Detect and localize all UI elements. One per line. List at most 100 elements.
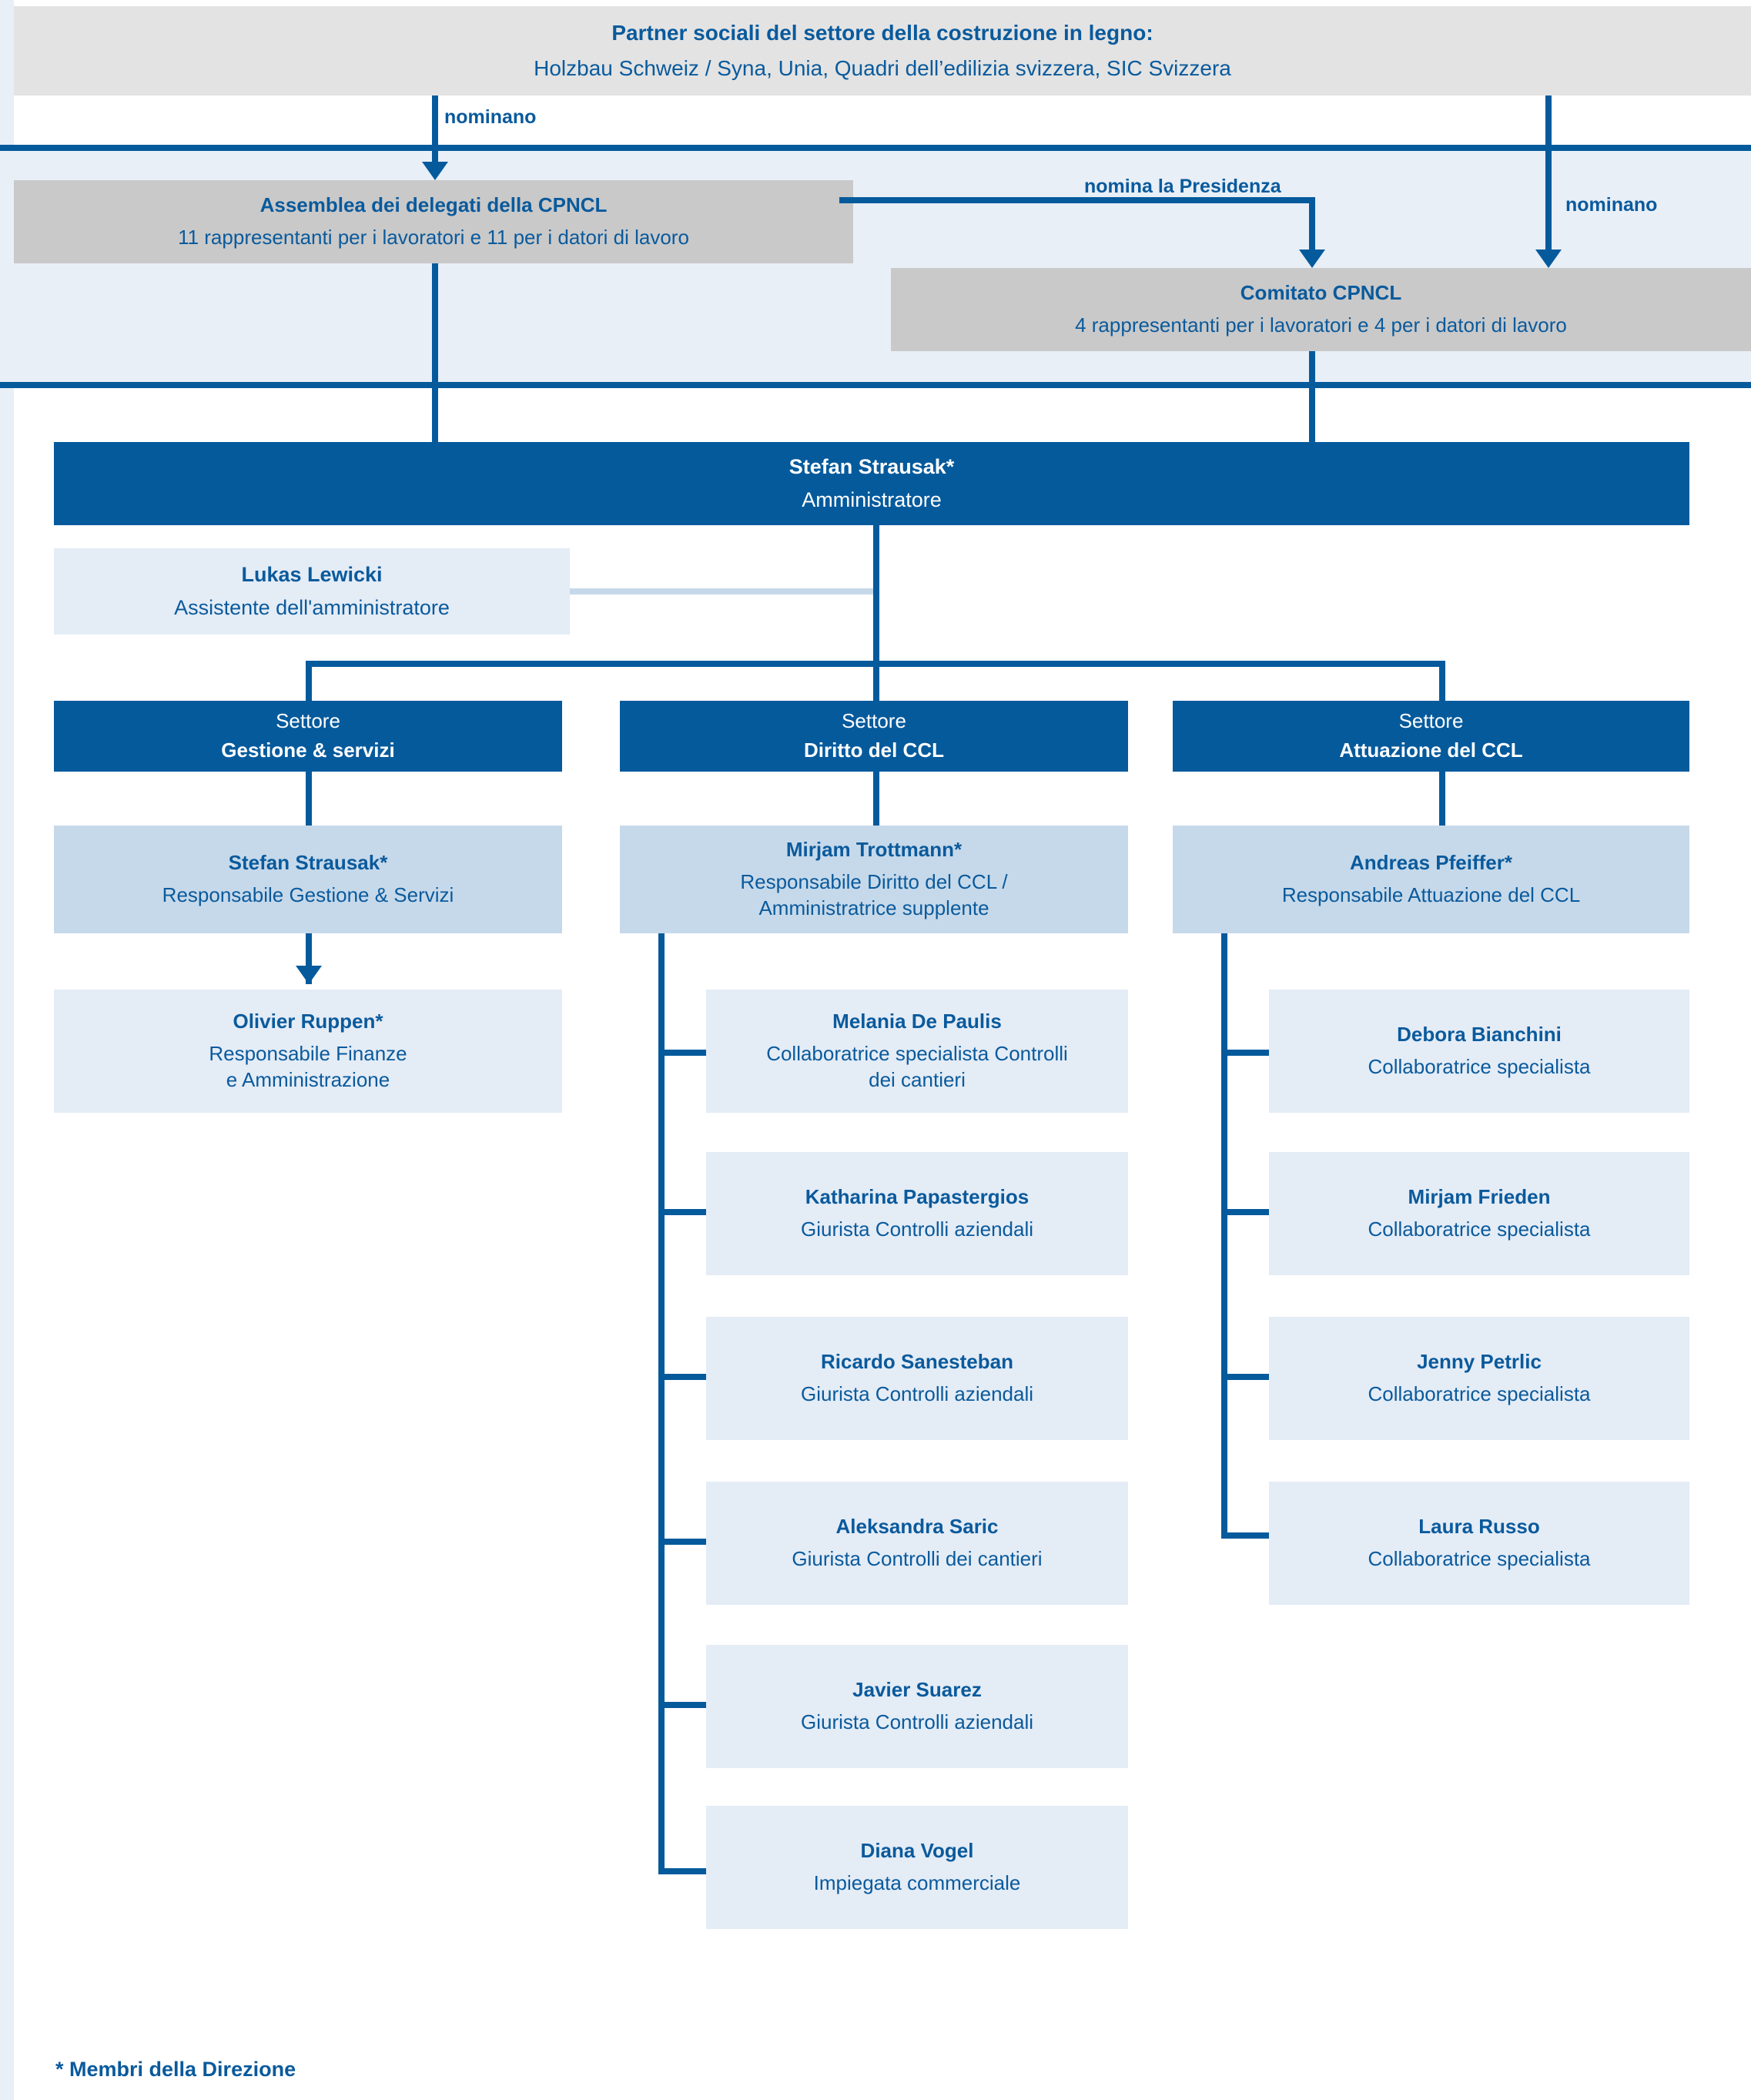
staff-name-2-2: Ricardo Sanesteban [821, 1350, 1013, 1374]
staff-role-2-5-line-0: Impiegata commerciale [813, 1871, 1021, 1894]
staff-name-3-2: Jenny Petrlic [1417, 1350, 1542, 1374]
staff-box-2-3: Aleksandra Saric Giurista Controlli dei … [706, 1482, 1128, 1605]
arrow-assembly-to-committee [1299, 250, 1325, 268]
assistant-name: Lukas Lewicki [241, 562, 383, 586]
sector-kicker-3: Settore [1398, 709, 1464, 733]
left-accent-strip [0, 0, 14, 2100]
sector-name-2: Diritto del CCL [804, 739, 944, 762]
connector-committee-to-administrator [1309, 351, 1315, 442]
edge-label-nomina-presidenza: nomina la Presidenza [1084, 176, 1281, 197]
connector-sector3-branch-1 [1221, 1209, 1269, 1215]
staff-box-2-4: Javier Suarez Giurista Controlli azienda… [706, 1645, 1128, 1768]
connector-administrator-trunk [873, 525, 879, 701]
staff-box-3-0: Debora Bianchini Collaboratrice speciali… [1269, 990, 1689, 1113]
staff-name-2-3: Aleksandra Saric [835, 1515, 999, 1539]
arrow-partners-to-committee [1535, 250, 1562, 268]
sector-head-role-2-line-1: Amministratrice supplente [758, 896, 989, 919]
sector-header-gestione-servizi: Settore Gestione & servizi [54, 701, 562, 772]
sector-header-attuazione-ccl: Settore Attuazione del CCL [1173, 701, 1689, 772]
administrator-role: Amministratore [802, 488, 942, 511]
staff-role-1-0-line-0: Responsabile Finanze [209, 1042, 407, 1066]
committee-subtitle: 4 rappresentanti per i lavoratori e 4 pe… [1075, 313, 1567, 337]
sector-head-box-1: Stefan Strausak* Responsabile Gestione &… [54, 826, 562, 933]
connector-sector3-to-head [1439, 772, 1445, 826]
staff-role-1-0-line-1: e Amministrazione [226, 1067, 390, 1091]
staff-role-3-1-line-0: Collaboratrice specialista [1368, 1217, 1591, 1241]
connector-sector2-branch-2 [658, 1374, 706, 1380]
connector-sector3-branch-3 [1221, 1532, 1269, 1539]
connector-partners-to-committee [1545, 95, 1552, 253]
assembly-subtitle: 11 rappresentanti per i lavoratori e 11 … [178, 226, 689, 249]
sector-head-role-3-line-0: Responsabile Attuazione del CCL [1281, 883, 1581, 906]
staff-role-2-0-line-1: dei cantieri [869, 1067, 966, 1091]
connector-assembly-to-administrator [432, 263, 438, 442]
assistant-role: Assistente dell'amministratore [174, 596, 450, 619]
assembly-title: Assemblea dei delegati della CPNCL [259, 193, 608, 217]
connector-sector1-to-head [306, 772, 312, 826]
arrow-partners-to-assembly [422, 162, 448, 180]
connector-sector-right-drop [1439, 661, 1445, 701]
staff-name-3-1: Mirjam Frieden [1408, 1185, 1551, 1209]
connector-sector2-spine [658, 933, 665, 1874]
arrow-sector1-to-staff [296, 966, 322, 984]
sector-header-diritto-ccl: Settore Diritto del CCL [620, 701, 1128, 772]
staff-role-3-2-line-0: Collaboratrice specialista [1368, 1382, 1591, 1405]
edge-label-nominano-right: nominano [1565, 194, 1658, 216]
sector-head-role-1-line-0: Responsabile Gestione & Servizi [162, 883, 454, 906]
staff-role-2-1-line-0: Giurista Controlli aziendali [800, 1217, 1034, 1241]
staff-role-2-4-line-0: Giurista Controlli aziendali [800, 1710, 1034, 1733]
social-partners-header: Partner sociali del settore della costru… [14, 6, 1751, 95]
staff-name-1-0: Olivier Ruppen* [233, 1010, 383, 1033]
connector-sector2-branch-3 [658, 1539, 706, 1545]
connector-administrator-to-assistant [570, 588, 878, 594]
connector-sector-mid-drop [873, 661, 879, 701]
staff-box-1-0: Olivier Ruppen* Responsabile Finanze e A… [54, 990, 562, 1113]
connector-sector2-branch-5 [658, 1868, 706, 1874]
committee-title: Comitato CPNCL [1240, 281, 1402, 305]
staff-box-3-1: Mirjam Frieden Collaboratrice specialist… [1269, 1152, 1689, 1275]
staff-role-2-3-line-0: Giurista Controlli dei cantieri [792, 1547, 1043, 1570]
staff-box-3-2: Jenny Petrlic Collaboratrice specialista [1269, 1317, 1689, 1440]
connector-sector3-branch-2 [1221, 1374, 1269, 1380]
staff-name-2-0: Melania De Paulis [832, 1010, 1002, 1033]
assembly-box: Assemblea dei delegati della CPNCL 11 ra… [14, 180, 853, 263]
connector-sector2-branch-0 [658, 1050, 706, 1056]
sector-head-name-2: Mirjam Trottmann* [785, 838, 963, 862]
connector-sector2-branch-4 [658, 1702, 706, 1708]
sector-head-name-1: Stefan Strausak* [228, 851, 388, 875]
staff-box-2-0: Melania De Paulis Collaboratrice special… [706, 990, 1128, 1113]
sector-head-role-2-line-0: Responsabile Diritto del CCL / [740, 870, 1008, 894]
connector-sector2-to-head [873, 772, 879, 826]
staff-name-2-4: Javier Suarez [852, 1678, 982, 1702]
social-partners-title: Partner sociali del settore della costru… [611, 20, 1153, 45]
staff-role-2-0-line-0: Collaboratrice specialista Controlli [766, 1042, 1068, 1066]
sector-head-name-3: Andreas Pfeiffer* [1350, 851, 1512, 875]
footnote-direction-members: * Membri della Direzione [55, 2058, 296, 2081]
staff-box-2-1: Katharina Papastergios Giurista Controll… [706, 1152, 1128, 1275]
administrator-name: Stefan Strausak* [788, 454, 955, 478]
sector-head-box-2: Mirjam Trottmann* Responsabile Diritto d… [620, 826, 1128, 933]
connector-partners-to-assembly [432, 95, 438, 165]
social-partners-subtitle: Holzbau Schweiz / Syna, Unia, Quadri del… [534, 56, 1231, 80]
connector-assembly-to-committee-v [1309, 197, 1315, 256]
connector-sector2-branch-1 [658, 1209, 706, 1215]
staff-name-3-0: Debora Bianchini [1397, 1023, 1562, 1047]
staff-role-3-3-line-0: Collaboratrice specialista [1368, 1547, 1591, 1570]
staff-name-2-5: Diana Vogel [860, 1839, 974, 1863]
sector-kicker-1: Settore [276, 709, 340, 733]
administrator-box: Stefan Strausak* Amministratore [54, 442, 1689, 525]
committee-box: Comitato CPNCL 4 rappresentanti per i la… [891, 268, 1751, 351]
staff-box-3-3: Laura Russo Collaboratrice specialista [1269, 1482, 1689, 1605]
sector-kicker-2: Settore [842, 709, 906, 733]
connector-sector3-branch-0 [1221, 1050, 1269, 1056]
sector-name-1: Gestione & servizi [221, 739, 395, 762]
sector-name-3: Attuazione del CCL [1339, 739, 1523, 762]
connector-sector1-head-to-staff [306, 933, 312, 984]
staff-role-3-0-line-0: Collaboratrice specialista [1368, 1055, 1591, 1078]
connector-sector-left-drop [306, 661, 312, 701]
staff-box-2-2: Ricardo Sanesteban Giurista Controlli az… [706, 1317, 1128, 1440]
staff-name-3-3: Laura Russo [1418, 1515, 1540, 1539]
staff-name-2-1: Katharina Papastergios [805, 1185, 1030, 1209]
assistant-box: Lukas Lewicki Assistente dell'amministra… [54, 548, 570, 635]
